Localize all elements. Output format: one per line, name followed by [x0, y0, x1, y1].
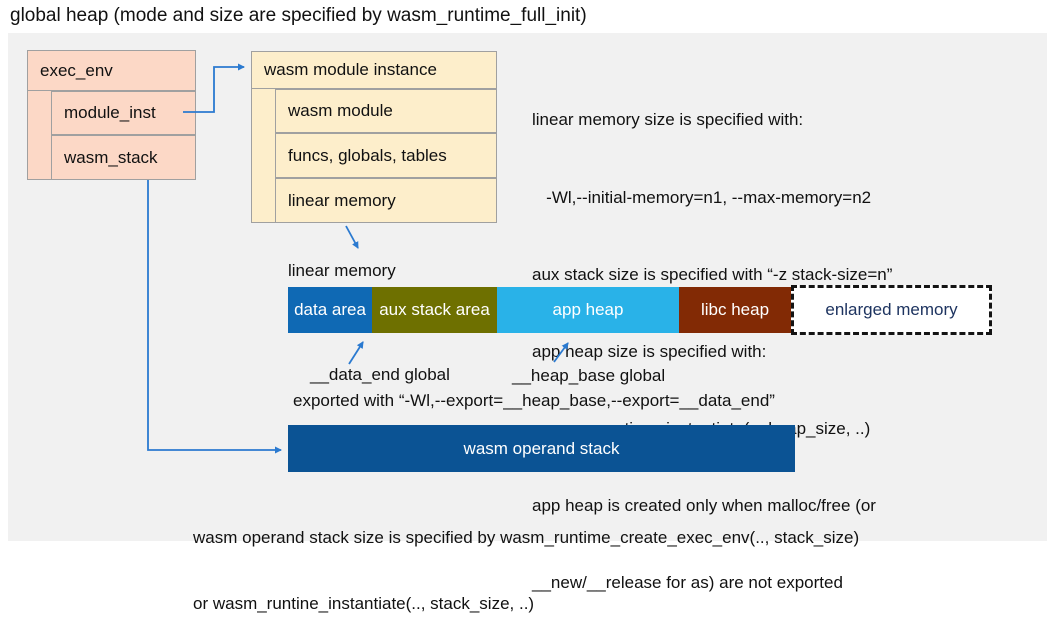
data-end-global-label: __data_end global — [310, 365, 450, 384]
linear-memory-bar: data area aux stack area app heap libc h… — [288, 285, 992, 335]
note-line: app heap is created only when malloc/fre… — [532, 495, 876, 515]
segment-libc-heap: libc heap — [679, 287, 791, 333]
exec-env-field-wasm-stack: wasm_stack — [51, 135, 196, 180]
segment-data-area: data area — [288, 287, 372, 333]
note-line: app heap size is specified with: — [532, 341, 767, 361]
module-instance-field-linear-memory: linear memory — [275, 178, 497, 223]
note-line: wasm operand stack size is specified by … — [193, 528, 860, 547]
segment-enlarged-memory: enlarged memory — [791, 285, 992, 335]
export-note: exported with “-Wl,--export=__heap_base,… — [293, 391, 775, 410]
module-instance-field-wasm-module: wasm module — [275, 89, 497, 133]
note-line: or wasm_runtine_instantiate(.., stack_si… — [193, 594, 535, 613]
note-line: aux stack size is specified with “-z sta… — [532, 264, 893, 284]
wasm-operand-stack-label: wasm operand stack — [463, 438, 620, 458]
wasm-operand-stack-bar: wasm operand stack — [288, 425, 795, 472]
heap-base-global-label: __heap_base global — [512, 366, 666, 385]
linear-memory-label: linear memory — [288, 261, 396, 280]
page-title: global heap (mode and size are specified… — [10, 5, 587, 26]
exec-env-field-module-inst: module_inst — [51, 91, 196, 135]
note-line: -Wl,--initial-memory=n1, --max-memory=n2 — [532, 187, 872, 207]
module-instance-header: wasm module instance — [251, 51, 497, 89]
module-instance-field-funcs-globals-tables: funcs, globals, tables — [275, 133, 497, 178]
exec-env-header: exec_env — [27, 50, 196, 91]
operand-stack-notes: wasm operand stack size is specified by … — [193, 483, 859, 637]
note-line: linear memory size is specified with: — [532, 110, 804, 130]
segment-aux-stack-area: aux stack area — [372, 287, 497, 333]
segment-app-heap: app heap — [497, 287, 679, 333]
